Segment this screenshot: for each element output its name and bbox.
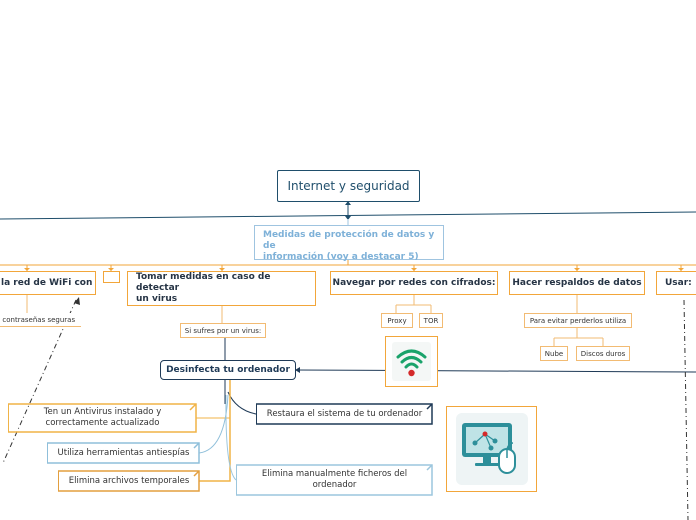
subtopic-contrasenas-label: e contraseñas seguras: [0, 315, 76, 324]
leaf-temporales-label: Elimina archivos temporales: [68, 475, 190, 486]
subtopic-tor[interactable]: TOR: [419, 313, 443, 328]
subtopic-contrasenas-seguras[interactable]: e contraseñas seguras: [0, 313, 81, 327]
node-desinfecta-ordenador[interactable]: Desinfecta tu ordenador: [160, 360, 296, 380]
subtopic-proxy-label: Proxy: [387, 316, 407, 325]
computer-image-card[interactable]: [446, 406, 537, 492]
leaf-antivirus-line-1: Ten un Antivirus instalado y: [43, 407, 162, 417]
branch-respaldos-label: Hacer respaldos de datos: [512, 277, 642, 288]
branch-navegar-redes-cifrados[interactable]: Navegar por redes con cifrados:: [330, 271, 498, 295]
leaf-antivirus[interactable]: Ten un Antivirus instalado y correctamen…: [8, 404, 196, 432]
desinfecta-label: Desinfecta tu ordenador: [166, 365, 290, 375]
root-label: Internet y seguridad: [287, 179, 410, 193]
branch-virus-line-2: un virus: [136, 294, 178, 304]
leaf-restaura-sistema[interactable]: Restaura el sistema de tu ordenador: [256, 404, 432, 424]
leaf-elimina-manualmente[interactable]: Elimina manualmente ficheros del ordenad…: [236, 465, 432, 495]
branch-respaldos-datos[interactable]: Hacer respaldos de datos: [509, 271, 645, 295]
leaf-antivirus-line-2: correctamente actualizado: [45, 418, 160, 428]
subtopic-virus-label: Si sufres por un virus:: [184, 326, 262, 335]
leaf-restaura-label: Restaura el sistema de tu ordenador: [266, 408, 423, 419]
subtopic-nube-label: Nube: [544, 349, 564, 358]
main-topic-medidas[interactable]: Medidas de protección de datos y de info…: [254, 225, 444, 262]
computer-network-icon: [456, 413, 528, 485]
subtopic-perder-label: Para evitar perderlos utiliza: [529, 316, 627, 325]
branch-virus-line-1: Tomar medidas en caso de detectar: [136, 272, 271, 293]
branch-red-wifi-label: la red de WiFi con: [1, 277, 93, 288]
wifi-icon: [392, 342, 431, 381]
subtopic-discos-duros[interactable]: Discos duros: [576, 346, 630, 361]
subtopic-evitar-perderlos[interactable]: Para evitar perderlos utiliza: [524, 313, 632, 328]
subtopic-nube[interactable]: Nube: [540, 346, 568, 361]
leaf-manual-line-2: ordenador: [312, 480, 357, 490]
subtopic-discos-label: Discos duros: [580, 349, 626, 358]
subtopic-proxy[interactable]: Proxy: [381, 313, 413, 328]
branch-navegar-label: Navegar por redes con cifrados:: [332, 277, 496, 288]
leaf-archivos-temporales[interactable]: Elimina archivos temporales: [58, 471, 199, 491]
leaf-antiespias-label: Utiliza herramientas antiespías: [57, 447, 190, 458]
main-topic-line-2: información (voy a destacar 5): [263, 252, 419, 262]
wifi-image-card[interactable]: [385, 336, 438, 387]
branch-red-wifi[interactable]: la red de WiFi con: [0, 271, 96, 295]
branch-usar[interactable]: Usar:: [656, 271, 696, 295]
branch-usar-label: Usar:: [665, 277, 692, 288]
subtopic-si-sufres-virus[interactable]: Si sufres por un virus:: [180, 323, 266, 338]
subtopic-tor-label: TOR: [423, 316, 439, 325]
leaf-antiespias[interactable]: Utiliza herramientas antiespías: [47, 443, 199, 463]
branch-empty[interactable]: [103, 271, 120, 283]
main-topic-line-1: Medidas de protección de datos y de: [263, 230, 435, 251]
leaf-manual-line-1: Elimina manualmente ficheros del: [261, 469, 408, 479]
root-node-internet-y-seguridad[interactable]: Internet y seguridad: [277, 170, 420, 202]
branch-tomar-medidas-virus[interactable]: Tomar medidas en caso de detectar un vir…: [127, 271, 316, 306]
